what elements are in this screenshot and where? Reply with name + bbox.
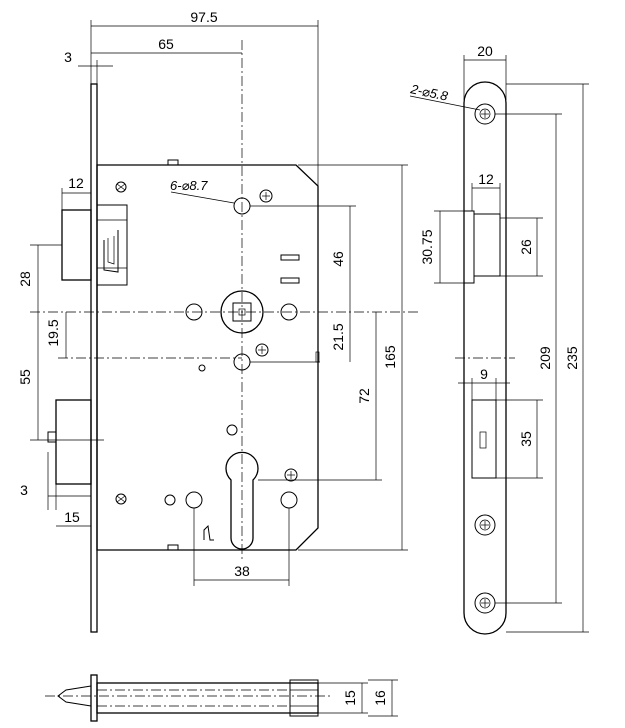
case-tab-bottom [167, 544, 179, 551]
spring-mark [203, 524, 214, 541]
dim-faceplate-thickness: 3 [64, 49, 72, 65]
fixing-holes [164, 197, 298, 509]
cylinder-cutout [225, 451, 259, 550]
latch-bolt [61, 204, 128, 286]
screw-icon [474, 514, 496, 536]
screw-icon [284, 468, 298, 482]
lock-case [96, 164, 319, 551]
note-faceplate-holes: 2-⌀5.8 [408, 81, 449, 104]
bottom-end-block [289, 679, 319, 717]
dim-latch-inner-height: 26 [518, 239, 534, 255]
dim-handle-to-mid-hole: 21.5 [330, 323, 346, 350]
bolt-slot [471, 399, 497, 479]
dim-latch-width: 12 [68, 175, 84, 191]
screw-icon [115, 493, 127, 505]
bottom-faceplate [90, 674, 98, 722]
dim-bottom-thickness-outer: 16 [372, 690, 388, 706]
screw-icon [259, 189, 273, 203]
front-dimensions: 97.5 65 3 12 6-⌀8.7 28 46 21.5 19.5 [17, 9, 408, 586]
note-fixing-holes: 6-⌀8.7 [170, 178, 208, 193]
bottom-case [96, 682, 319, 714]
case-tab-top [167, 159, 179, 166]
dim-faceplate-length: 235 [564, 346, 580, 370]
dim-bolt-slot-height: 35 [518, 431, 534, 447]
latch-slot [463, 210, 475, 284]
bottom-view: 15 16 [45, 674, 398, 722]
dim-cylinder-hole-spacing: 38 [234, 563, 250, 579]
screw-icon [115, 181, 127, 193]
dim-handle-to-follower-upper: 19.5 [45, 319, 61, 346]
dim-latch-offset: 28 [17, 271, 33, 287]
dim-bolt-protrusion: 3 [20, 482, 28, 498]
dim-faceplate-width: 20 [477, 43, 493, 59]
screw-heads [115, 181, 298, 505]
screw-icon [255, 343, 269, 357]
bolt-slot-inner [479, 431, 487, 449]
dim-overall-width: 97.5 [190, 9, 217, 25]
dim-hole-spacing: 209 [537, 346, 553, 370]
slot-lower [280, 277, 300, 284]
faceplate-view [455, 81, 515, 635]
dim-latch-slot-height: 30.75 [419, 229, 435, 264]
dim-bolt-slot-width: 9 [480, 366, 488, 382]
dim-case-height: 165 [382, 345, 398, 369]
dim-bottom-thickness-inner: 15 [342, 690, 358, 706]
screw-icon [474, 592, 496, 614]
dim-handle-to-top-hole: 46 [330, 251, 346, 267]
dim-backset: 65 [158, 36, 174, 52]
dim-bolt-depth: 15 [64, 509, 80, 525]
screw-icon [474, 103, 496, 125]
dim-handle-to-deadbolt: 55 [17, 369, 33, 385]
faceplate-dimensions: 20 2-⌀5.8 12 30.75 26 9 35 209 [408, 43, 589, 633]
front-view [30, 40, 420, 633]
faceplate-outline [463, 81, 507, 635]
latch-tongue [473, 213, 501, 277]
dim-latch-slot-width: 12 [478, 171, 494, 187]
dim-handle-to-cylinder: 72 [356, 388, 372, 404]
deadbolt [47, 399, 92, 485]
slot-upper [280, 254, 300, 261]
